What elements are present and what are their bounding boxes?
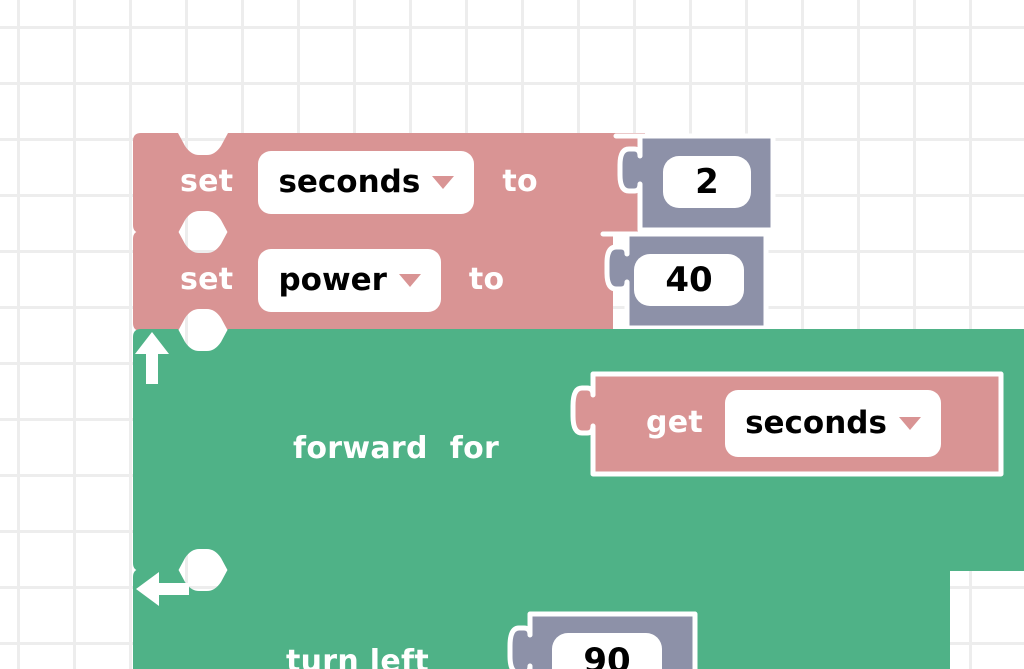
chevron-down-icon[interactable] bbox=[898, 416, 921, 430]
get-seconds-variable-dropdown-value: seconds bbox=[745, 404, 887, 441]
number-block-2[interactable]: 2 bbox=[613, 133, 776, 233]
chevron-down-icon[interactable] bbox=[432, 175, 455, 189]
block-set-seconds[interactable]: set seconds to bbox=[133, 133, 645, 233]
number-field-2[interactable]: 2 bbox=[663, 156, 751, 208]
block-set-power[interactable]: set power to bbox=[133, 231, 613, 331]
power-variable-dropdown-value: power bbox=[278, 261, 387, 298]
number-field-90[interactable]: 90 bbox=[552, 633, 662, 669]
get-seconds-variable-dropdown[interactable]: seconds bbox=[725, 389, 941, 457]
seconds-variable-dropdown-value: seconds bbox=[278, 163, 421, 200]
chevron-down-icon[interactable] bbox=[398, 273, 421, 287]
number-field-90-value: 90 bbox=[583, 641, 631, 669]
seconds-variable-dropdown[interactable]: seconds bbox=[258, 150, 475, 214]
reporter-get-seconds[interactable]: get seconds bbox=[568, 371, 1004, 477]
power-variable-dropdown[interactable]: power bbox=[258, 248, 441, 312]
number-field-40-value: 40 bbox=[665, 260, 713, 300]
number-field-2-value: 2 bbox=[695, 162, 719, 202]
number-block-90[interactable]: 90 bbox=[505, 611, 698, 669]
number-field-40[interactable]: 40 bbox=[634, 254, 744, 306]
number-block-40[interactable]: 40 bbox=[600, 231, 769, 331]
